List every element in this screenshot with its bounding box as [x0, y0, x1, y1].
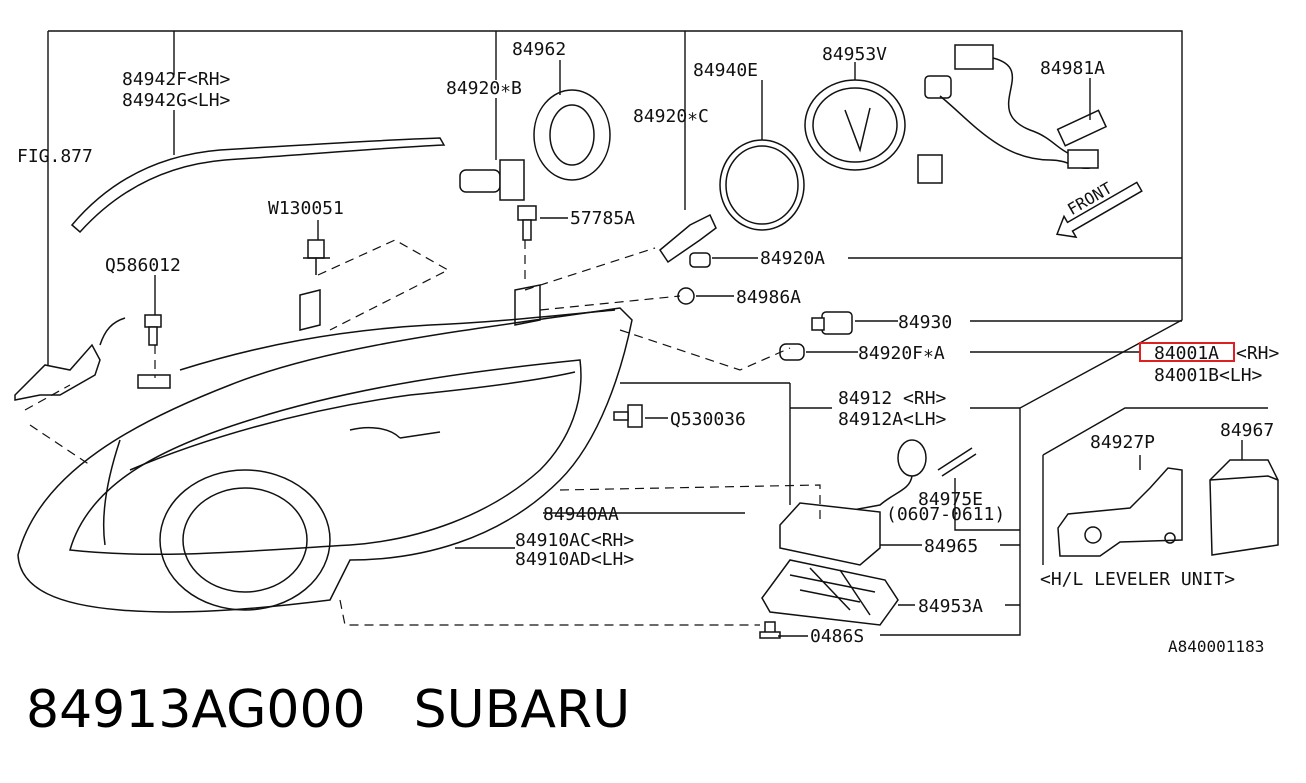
bracket-84927p[interactable]: [1057, 467, 1183, 557]
drawing-code: A840001183: [1168, 637, 1264, 656]
label-84920f[interactable]: 84920F∗A: [858, 343, 945, 364]
parts-diagram: FRONT: [14, 30, 1280, 656]
label-84920c[interactable]: 84920∗C: [633, 106, 709, 127]
leveler-box: [1042, 407, 1268, 565]
label-57785a[interactable]: 57785A: [570, 208, 635, 229]
label-84912a-lh[interactable]: 84912A<LH>: [838, 409, 947, 430]
label-84942g[interactable]: 84942G<LH>: [122, 90, 231, 111]
label-84001a-suffix: <RH>: [1236, 343, 1280, 364]
bulb-84920b[interactable]: [459, 159, 525, 201]
label-84910ad[interactable]: 84910AD<LH>: [515, 549, 634, 570]
seal-ring-84940e-inner: [725, 145, 799, 225]
label-84001a[interactable]: 84001A: [1154, 343, 1219, 364]
ballast-84965[interactable]: [779, 502, 881, 566]
socket-84930[interactable]: [811, 311, 853, 335]
headlamp-assembly[interactable]: [17, 284, 633, 613]
label-84912-rh[interactable]: 84912 <RH>: [838, 388, 947, 409]
label-84975e-date: (0607-0611): [886, 504, 1005, 525]
cover-84953a[interactable]: [761, 559, 899, 626]
bulb-holder-84962[interactable]: [533, 89, 611, 181]
label-84986a[interactable]: 84986A: [736, 287, 801, 308]
label-84965[interactable]: 84965: [924, 536, 978, 557]
seal-ring-84940e[interactable]: [719, 139, 805, 231]
label-84930[interactable]: 84930: [898, 312, 952, 333]
label-84962[interactable]: 84962: [512, 39, 566, 60]
fig877-bracket[interactable]: [14, 317, 126, 401]
highlight-box-84001a[interactable]: [1139, 342, 1235, 362]
frame-line: [48, 30, 1183, 636]
brand-name: SUBARU: [413, 680, 631, 740]
label-84940e[interactable]: 84940E: [693, 60, 758, 81]
label-84975e[interactable]: 84975E: [918, 489, 983, 510]
label-84981a[interactable]: 84981A: [1040, 58, 1105, 79]
label-84910ac[interactable]: 84910AC<RH>: [515, 530, 634, 551]
label-q530036[interactable]: Q530036: [670, 409, 746, 430]
front-label: FRONT: [1064, 178, 1116, 219]
socket-84986a[interactable]: [677, 287, 695, 305]
actuator-84975e[interactable]: [841, 439, 977, 513]
bulb-84920a[interactable]: [689, 252, 711, 268]
label-84953v[interactable]: 84953V: [822, 44, 887, 65]
label-84920b[interactable]: 84920∗B: [446, 78, 522, 99]
leader-lines: [154, 31, 1243, 637]
front-arrow: FRONT: [1055, 178, 1143, 239]
dashed-lines: [24, 239, 821, 626]
label-84001b[interactable]: 84001B<LH>: [1154, 365, 1263, 386]
unit-84967[interactable]: [1209, 459, 1279, 556]
label-84927p[interactable]: 84927P: [1090, 432, 1155, 453]
cap-84953v[interactable]: [804, 79, 906, 171]
caption: 84913AG000 SUBARU: [26, 680, 630, 760]
label-84942f[interactable]: 84942F<RH>: [122, 69, 231, 90]
harness-84981a[interactable]: [917, 44, 1108, 184]
part-number: 84913AG000: [26, 680, 366, 740]
label-w130051[interactable]: W130051: [268, 198, 344, 219]
label-0486s[interactable]: 0486S: [810, 626, 864, 647]
screw-q586012[interactable]: [137, 314, 171, 389]
label-84920a[interactable]: 84920A: [760, 248, 825, 269]
label-84967[interactable]: 84967: [1220, 420, 1274, 441]
screw-q530036[interactable]: [613, 404, 643, 428]
bolt-57785a[interactable]: [517, 205, 537, 241]
clip-w130051[interactable]: [303, 239, 330, 275]
bulb-84920c[interactable]: [659, 213, 717, 264]
label-leveler-unit: <H/L LEVELER UNIT>: [1040, 569, 1235, 590]
label-84953a[interactable]: 84953A: [918, 596, 983, 617]
label-fig877[interactable]: FIG.877: [17, 146, 93, 167]
bulb-84920f[interactable]: [779, 343, 805, 361]
label-q586012[interactable]: Q586012: [105, 255, 181, 276]
label-84940aa[interactable]: 84940AA: [543, 504, 619, 525]
screw-0486s[interactable]: [759, 621, 781, 639]
seal-strip[interactable]: [70, 137, 446, 234]
